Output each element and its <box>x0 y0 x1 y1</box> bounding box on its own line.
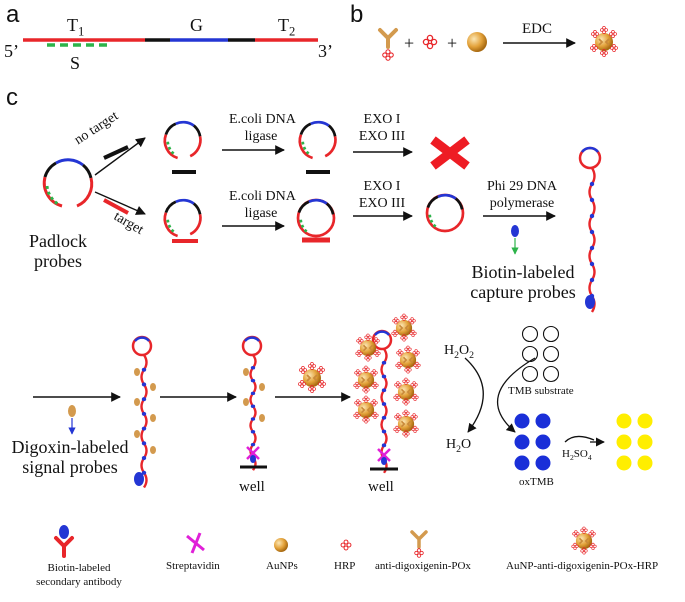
well-label-2: well <box>368 479 394 495</box>
panel-b-conjugation <box>378 26 618 61</box>
legend-icons <box>54 525 596 558</box>
tmb-substrate-label: TMB substrate <box>508 385 574 397</box>
s-label: S <box>70 53 81 73</box>
plus-sign-1: + <box>404 33 415 53</box>
panel-c-detection-row <box>33 314 653 489</box>
five-prime-label: 5’ <box>4 41 19 61</box>
three-prime-label: 3’ <box>318 41 333 61</box>
panel-c-ligation-row <box>42 120 602 314</box>
well-label-1: well <box>239 479 265 495</box>
edc-label: EDC <box>522 21 552 37</box>
legend-conjugate-label: AuNP-anti-digoxigenin-POx-HRP <box>506 560 659 572</box>
h2o-label: H2O <box>446 437 472 455</box>
legend-streptavidin-label: Streptavidin <box>166 560 220 572</box>
h2so4-label: H2SO4 <box>562 448 592 463</box>
legend-anti-digoxigenin-label: anti-digoxigenin-POx <box>375 560 471 572</box>
t2-label: T2 <box>278 15 296 39</box>
oxtmb-label: oxTMB <box>519 476 554 488</box>
plus-sign-2: + <box>447 33 458 53</box>
panel-a-probe-schematic <box>23 38 318 47</box>
panel-label-b: b <box>350 1 364 28</box>
h2o2-label: H2O2 <box>444 343 475 361</box>
panel-label-a: a <box>6 1 20 28</box>
t1-label: T1 <box>67 15 85 39</box>
legend-aunps-label: AuNPs <box>266 560 298 572</box>
g-label: G <box>190 15 203 35</box>
legend-hrp-label: HRP <box>334 560 356 572</box>
panel-label-c: c <box>6 84 18 111</box>
